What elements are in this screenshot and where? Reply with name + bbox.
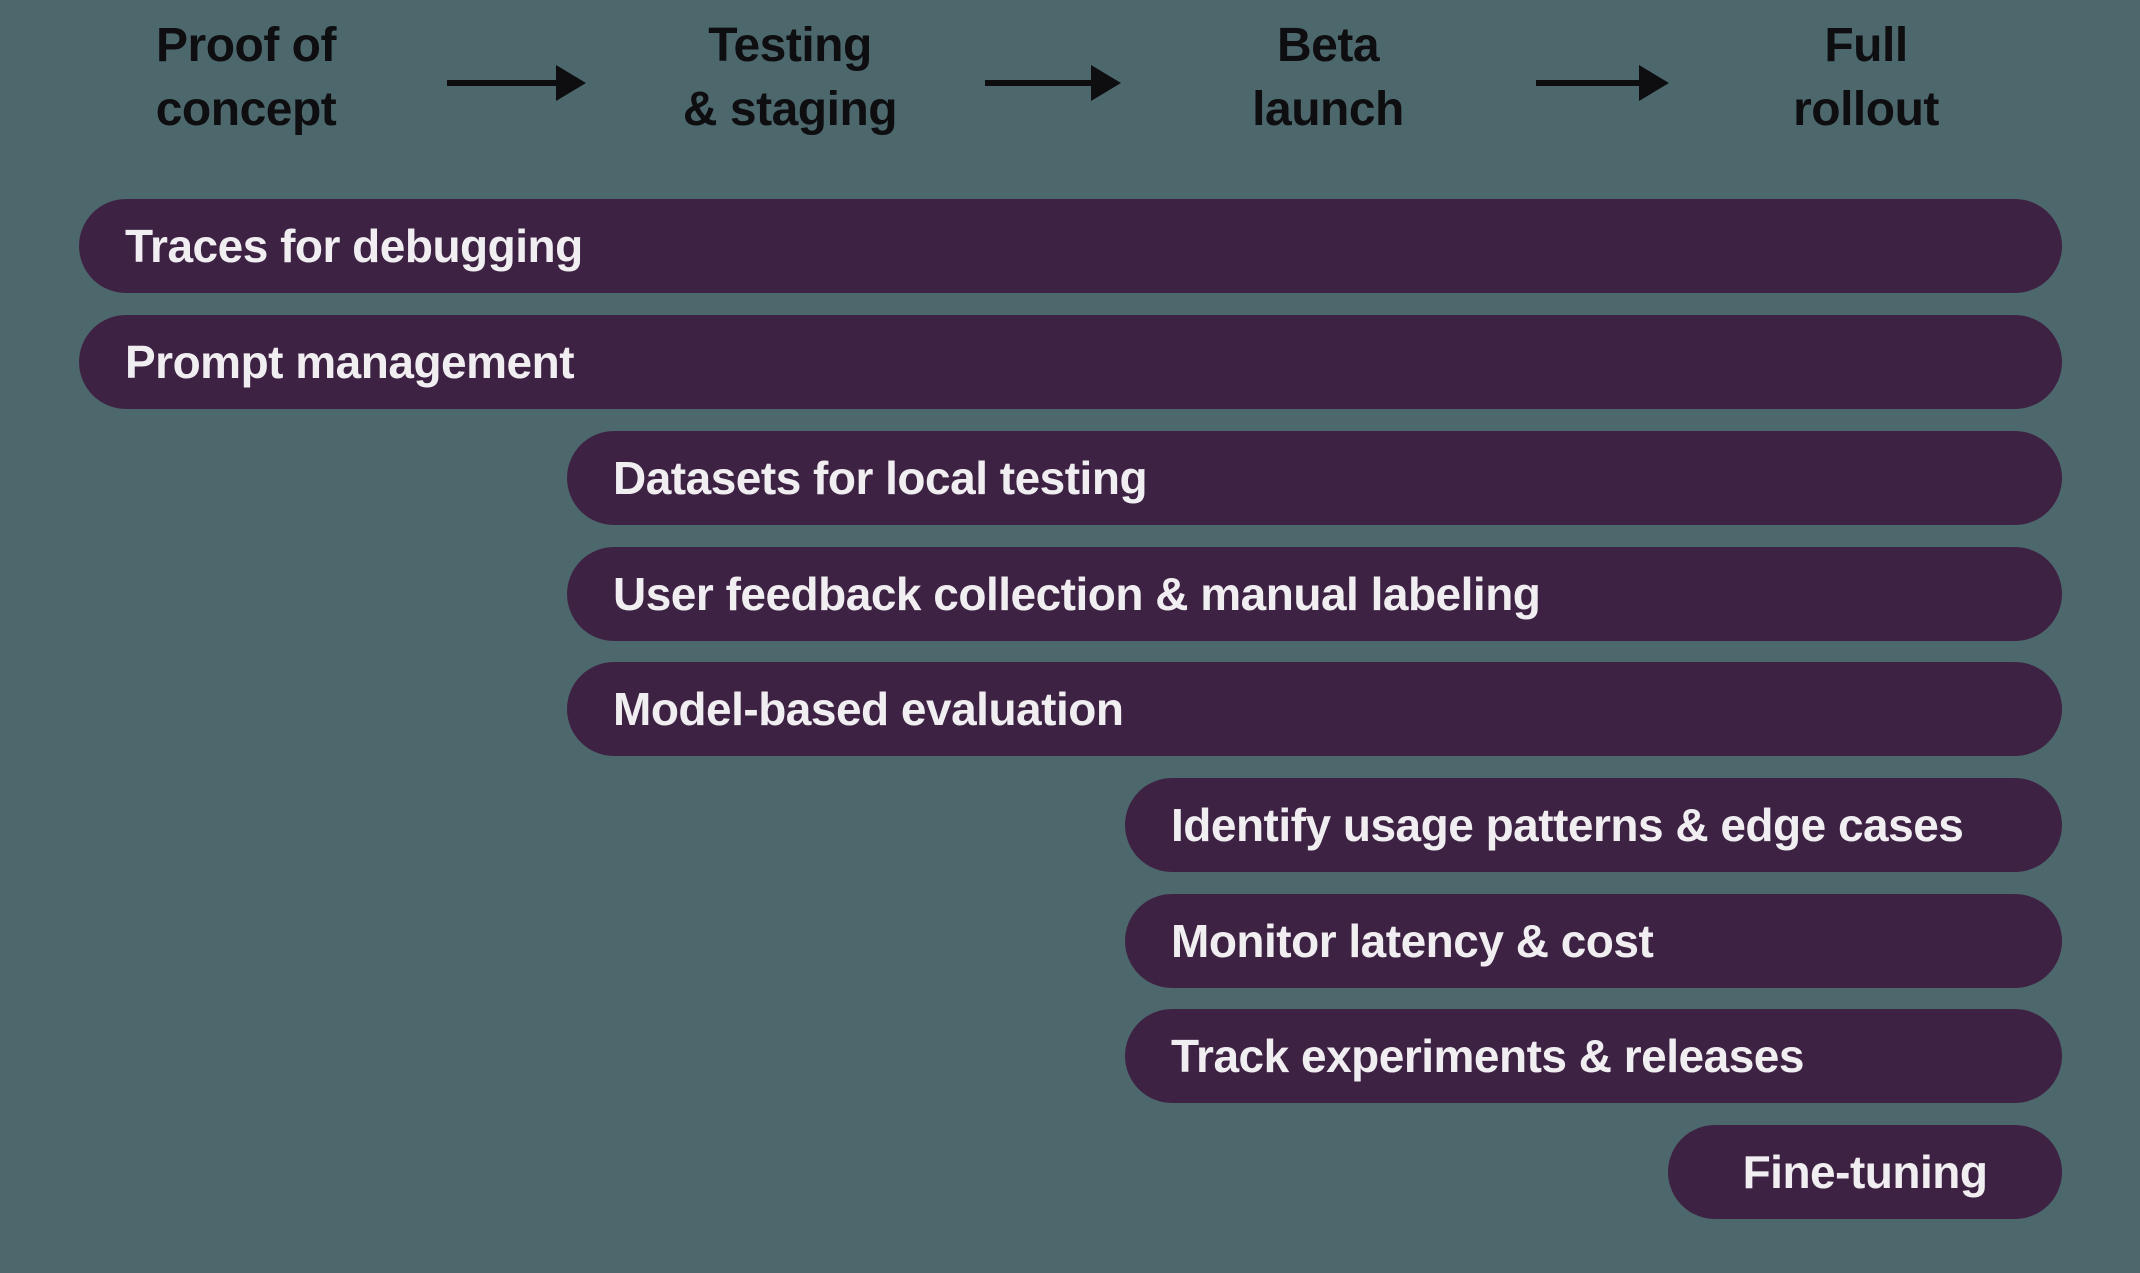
stage-label-testing-staging: Testing & staging bbox=[682, 19, 898, 136]
arrow-shaft bbox=[1536, 80, 1643, 86]
roadmap-bar-fine-tuning: Fine-tuning bbox=[1668, 1125, 2062, 1219]
stage-label-proof-of-concept: Proof of concept bbox=[155, 19, 337, 136]
arrow-head bbox=[556, 65, 586, 101]
flow-arrow-icon bbox=[1536, 65, 1669, 101]
roadmap-bar-track-experiments-releases: Track experiments & releases bbox=[1125, 1009, 2062, 1103]
roadmap-bar-traces-for-debugging: Traces for debugging bbox=[79, 199, 2062, 293]
stage-label-beta-launch: Beta launch bbox=[1252, 19, 1404, 136]
flow-arrow-icon bbox=[985, 65, 1121, 101]
roadmap-bar-model-based-evaluation: Model-based evaluation bbox=[567, 662, 2062, 756]
stage-label-full-rollout: Full rollout bbox=[1793, 19, 1939, 136]
bar-label: Datasets for local testing bbox=[613, 452, 1148, 504]
flow-arrow-icon bbox=[447, 65, 586, 101]
roadmap-bar-user-feedback-collection: User feedback collection & manual labeli… bbox=[567, 547, 2062, 641]
roadmap-bar-identify-usage-patterns: Identify usage patterns & edge cases bbox=[1125, 778, 2062, 872]
roadmap-bar-datasets-for-local-testing: Datasets for local testing bbox=[567, 431, 2062, 525]
bar-label: Model-based evaluation bbox=[613, 683, 1124, 735]
arrow-shaft bbox=[985, 80, 1095, 86]
bar-label: Track experiments & releases bbox=[1171, 1030, 1804, 1082]
bar-label: Fine-tuning bbox=[1742, 1146, 1988, 1198]
bar-label: Prompt management bbox=[125, 336, 575, 388]
bar-label: Traces for debugging bbox=[125, 220, 583, 272]
arrow-shaft bbox=[447, 80, 560, 86]
arrow-head bbox=[1091, 65, 1121, 101]
roadmap-bar-monitor-latency-cost: Monitor latency & cost bbox=[1125, 894, 2062, 988]
bar-label: Monitor latency & cost bbox=[1171, 915, 1654, 967]
bar-label: User feedback collection & manual labeli… bbox=[613, 568, 1541, 620]
bar-label: Identify usage patterns & edge cases bbox=[1171, 799, 1964, 851]
arrow-head bbox=[1639, 65, 1669, 101]
roadmap-bar-prompt-management: Prompt management bbox=[79, 315, 2062, 409]
